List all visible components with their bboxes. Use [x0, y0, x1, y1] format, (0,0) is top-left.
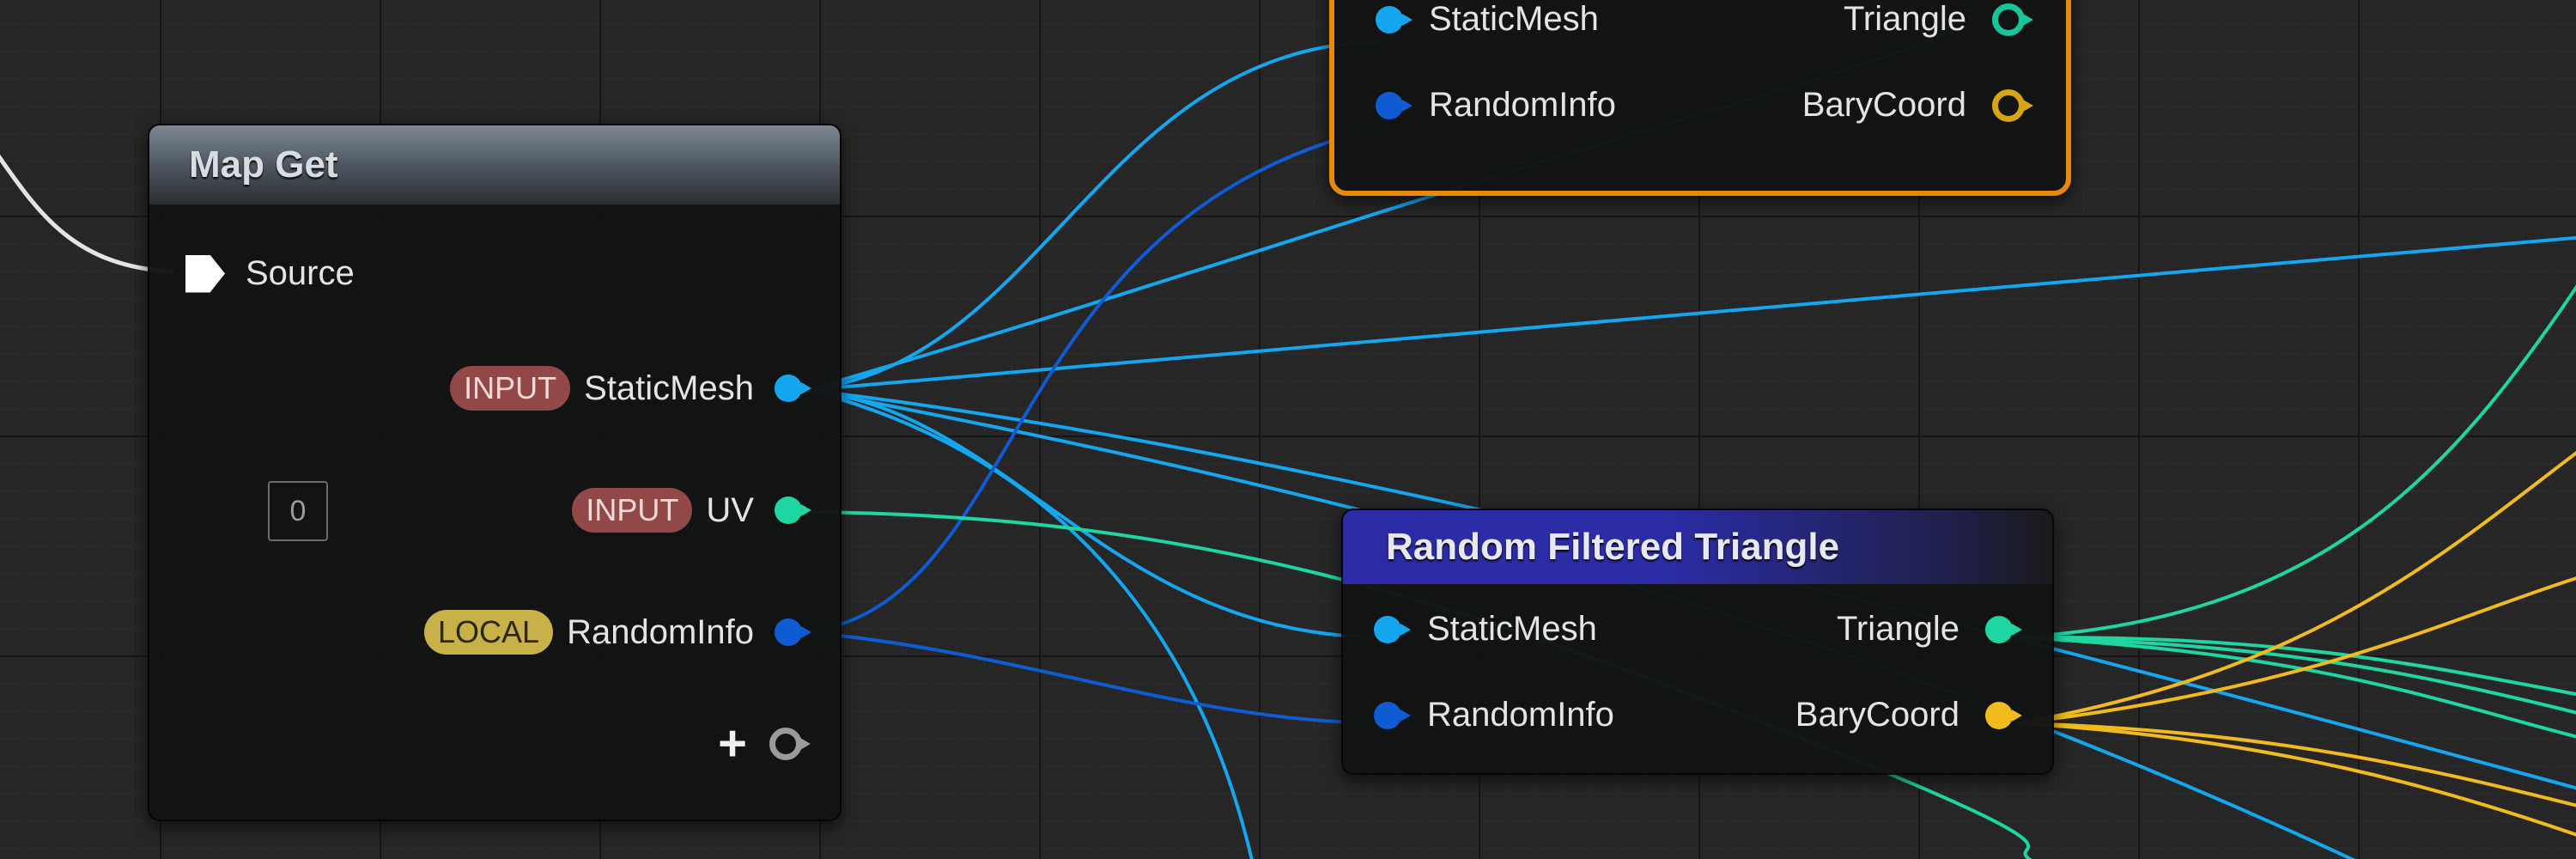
randominfo-output-pin[interactable] — [775, 618, 811, 646]
wire-staticmesh-top — [805, 40, 1384, 392]
wire-randominfo-top — [805, 125, 1384, 634]
exec-wire — [0, 154, 174, 274]
pin-row-source: Source — [185, 254, 355, 293]
local-badge: LOCAL — [424, 610, 554, 655]
wire-staticmesh-down — [805, 388, 1254, 859]
pin-label: StaticMesh — [1429, 0, 1599, 38]
barycoord-output-pin[interactable] — [1985, 701, 2022, 729]
pin-label: Triangle — [1843, 0, 1966, 38]
pin-row-staticmesh: StaticMesh — [1376, 0, 1599, 39]
pin-row-triangle: Triangle — [1836, 610, 2022, 649]
barycoord-output-pin[interactable] — [1992, 88, 2033, 122]
wire-barycoord-2 — [2016, 576, 2576, 725]
pin-label: UV — [706, 490, 754, 529]
randominfo-input-pin[interactable] — [1374, 701, 1411, 729]
wire-barycoord-4 — [2016, 722, 2576, 837]
pin-row-triangle: Triangle — [1843, 0, 2033, 39]
staticmesh-input-pin[interactable] — [1376, 5, 1413, 34]
pin-row-randominfo: RandomInfo — [1376, 86, 1616, 125]
triangle-output-pin[interactable] — [1992, 3, 2033, 36]
add-pin-button[interactable]: + — [718, 716, 747, 771]
pin-row-add: + — [718, 716, 811, 771]
staticmesh-input-pin[interactable] — [1374, 615, 1411, 643]
node-title: Random Filtered Triangle — [1343, 510, 2052, 584]
pin-row-randominfo: LOCAL RandomInfo — [424, 610, 811, 655]
input-badge: INPUT — [450, 366, 571, 411]
pin-label: BaryCoord — [1795, 696, 1959, 734]
pin-label: StaticMesh — [584, 369, 754, 407]
pin-label: Triangle — [1836, 610, 1959, 648]
pin-label: RandomInfo — [1429, 86, 1616, 124]
exec-input-pin[interactable] — [185, 254, 225, 293]
index-box[interactable]: 0 — [268, 481, 328, 541]
staticmesh-output-pin[interactable] — [775, 375, 811, 402]
pin-label: RandomInfo — [567, 612, 754, 651]
uv-output-pin[interactable] — [775, 497, 811, 524]
random-filtered-triangle-node[interactable]: Random Filtered Triangle StaticMesh Rand… — [1341, 509, 2054, 775]
random-triangle-node-selected[interactable]: StaticMesh RandomInfo Triangle BaryCoord — [1329, 0, 2071, 196]
wire-randominfo-rft — [805, 631, 1384, 725]
wire-triangle-4 — [2016, 636, 2576, 739]
triangle-output-pin[interactable] — [1985, 615, 2022, 643]
wire-staticmesh-far-right — [805, 235, 2576, 392]
add-output-pin[interactable] — [769, 728, 811, 760]
pin-row-uv: INPUT UV — [572, 488, 811, 533]
wire-triangle-1 — [2016, 284, 2576, 639]
wire-triangle-2 — [2016, 635, 2576, 697]
node-title: Map Get — [149, 125, 840, 204]
pin-row-staticmesh: StaticMesh — [1374, 610, 1597, 649]
wire-barycoord-1 — [2016, 451, 2576, 725]
wire-barycoord-3 — [2016, 722, 2576, 807]
pin-row-barycoord: BaryCoord — [1801, 86, 2033, 125]
exec-pin-icon — [185, 254, 225, 293]
wire-staticmesh-rft — [805, 388, 1384, 639]
pin-label: StaticMesh — [1427, 610, 1597, 648]
pin-row-randominfo: RandomInfo — [1374, 696, 1614, 734]
pin-label: Source — [246, 254, 355, 292]
pin-label: RandomInfo — [1427, 696, 1614, 734]
input-badge: INPUT — [572, 488, 693, 533]
pin-row-barycoord: BaryCoord — [1795, 696, 2022, 734]
pin-row-staticmesh: INPUT StaticMesh — [450, 366, 811, 411]
randominfo-input-pin[interactable] — [1376, 91, 1413, 119]
pin-label: BaryCoord — [1801, 86, 1966, 124]
map-get-node[interactable]: Map Get Source INPUT StaticMesh 0 INPUT … — [148, 124, 841, 821]
